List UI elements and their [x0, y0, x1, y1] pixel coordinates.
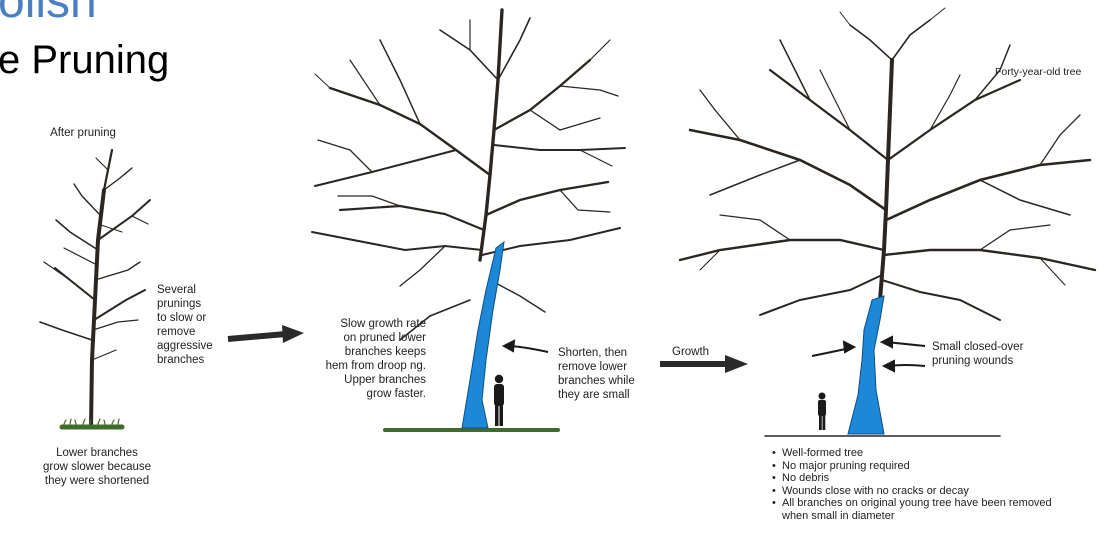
note-item: No debris: [772, 472, 1072, 485]
note-item: No major pruning required: [772, 460, 1072, 473]
note-item: Well-formed tree: [772, 447, 1072, 460]
page-title: olish: [0, 0, 97, 28]
pointer-arrows: [501, 335, 926, 373]
person-figures: [494, 374, 826, 430]
stage3-callout: Small closed-over pruning wounds: [932, 341, 1024, 367]
mature-trunk-highlight: [847, 295, 885, 435]
page-subtitle: e Pruning: [0, 38, 170, 82]
stage1-caption: Lower branches grow slower because they …: [42, 447, 152, 487]
stage3-label: Forty-year-old tree: [995, 66, 1082, 78]
arrow-growth: [660, 355, 748, 373]
stage1-label: After pruning: [50, 127, 116, 139]
stage2-right-caption: Shorten, then remove lower branches whil…: [558, 347, 635, 401]
young-tree: [39, 148, 151, 429]
middle-trunk-highlight: [461, 240, 505, 429]
note-item: All branches on original young tree have…: [772, 497, 1052, 522]
stage2-caption: Slow growth rate on pruned lower branche…: [325, 318, 426, 400]
mature-tree: [678, 7, 1097, 321]
note-item: Wounds close with no cracks or decay: [772, 485, 1072, 498]
arrow1-caption: Several prunings to slow or remove aggre…: [157, 284, 213, 366]
arrow-pruning: [227, 325, 304, 343]
arrow2-caption: Growth: [672, 346, 710, 358]
middle-tree: [311, 8, 626, 341]
stage3-notes: Well-formed tree No major pruning requir…: [772, 447, 1072, 523]
